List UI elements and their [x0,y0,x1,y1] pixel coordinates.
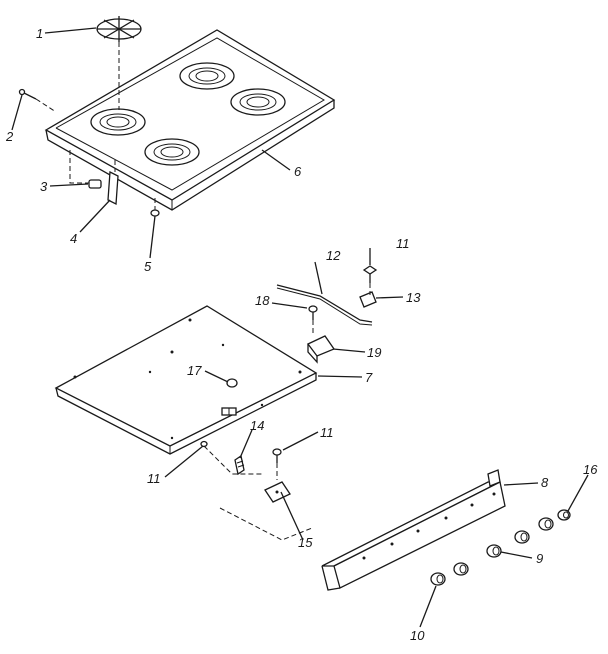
callout-9: 9 [536,551,543,566]
callout-14: 14 [250,418,264,433]
bracket-4 [107,170,119,206]
cap-17 [226,378,238,388]
knob-9-a [486,544,502,558]
burner-front-right [144,138,200,166]
clip-3 [88,179,102,189]
callout-1: 1 [36,26,43,41]
screw-18 [308,305,318,320]
bracket-13 [359,291,377,308]
screw-11-lower-right [272,448,282,463]
callout-18: 18 [255,293,270,308]
screw-5 [150,209,160,217]
callout-19: 19 [367,345,381,360]
knob-9-c [538,517,554,531]
callout-4: 4 [70,231,77,246]
knob-10-a [430,572,446,586]
control-panel-8 [321,469,506,591]
callout-11-left: 11 [147,471,161,486]
burner-grate [96,16,142,42]
callout-5: 5 [144,259,152,274]
clip-14 [234,454,245,476]
callout-7: 7 [365,370,373,385]
callout-6: 6 [294,164,302,179]
callout-2: 2 [5,129,14,144]
knob-10-b [453,562,469,576]
callout-16: 16 [583,462,598,477]
screw-11-top [362,265,378,283]
callout-13: 13 [406,290,421,305]
burner-rear-left [179,62,235,90]
cooktop-panel [44,29,336,211]
slot-plate [221,407,237,416]
trim-strip-12 [276,284,373,326]
bracket-19 [307,335,335,364]
burner-front-left [90,108,146,136]
screw-11-lower-left [200,440,208,448]
main-top-panel [54,305,318,455]
callout-8: 8 [541,475,549,490]
callout-17: 17 [187,363,202,378]
bracket-15 [264,481,291,503]
leader-lines [11,27,589,628]
knob-9-b [514,530,530,544]
knob-16 [557,509,571,521]
screw-2 [18,88,37,100]
callout-11-mid: 11 [320,425,334,440]
callout-3: 3 [40,179,48,194]
burner-rear-right [230,88,286,116]
callout-15: 15 [298,535,313,550]
callout-12: 12 [326,248,341,263]
callout-11-top: 11 [396,236,410,251]
callout-10: 10 [410,628,425,643]
